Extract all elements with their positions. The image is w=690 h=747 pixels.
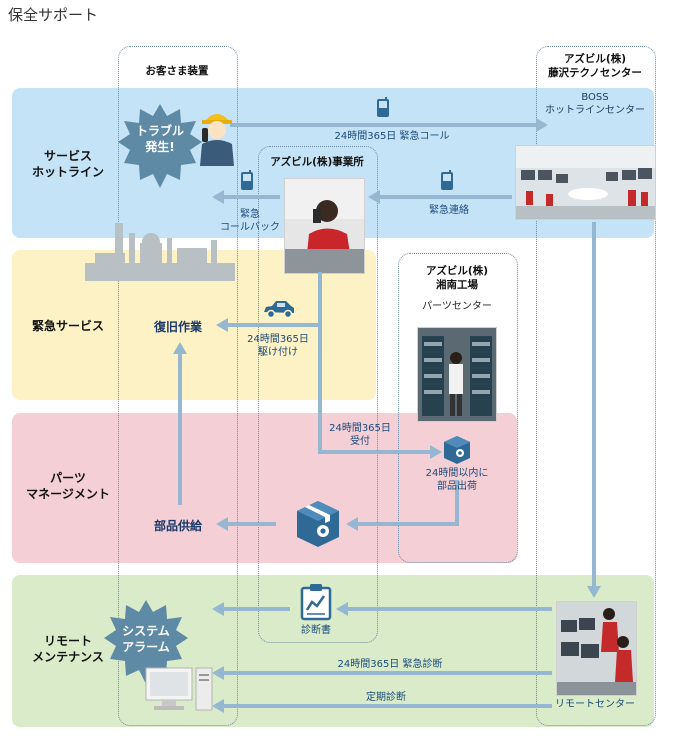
boss-hotline-photo bbox=[515, 145, 656, 220]
label-24h-parts-shipping: 24時間以内に部品出荷 bbox=[425, 468, 489, 492]
trouble-burst-shape bbox=[118, 104, 202, 188]
factory-icon bbox=[85, 223, 235, 281]
parts-box-icon bbox=[297, 501, 339, 547]
column-azbil-office bbox=[258, 146, 378, 643]
page-title: 保全サポート bbox=[8, 6, 99, 24]
label-24h-rush: 24時間365日駆け付け bbox=[247, 334, 309, 358]
mobile-phone-icon bbox=[241, 170, 253, 190]
office-photo bbox=[284, 178, 365, 274]
system-alarm-burst: システム アラーム bbox=[122, 624, 170, 654]
header-office: アズビル(株)事業所 bbox=[270, 156, 364, 168]
column-customer-equipment bbox=[118, 46, 238, 726]
mobile-phone-icon bbox=[377, 97, 389, 117]
column-shonan-factory bbox=[398, 253, 518, 563]
worker-icon bbox=[200, 114, 234, 166]
label-emergency-contact: 緊急連絡 bbox=[429, 205, 469, 216]
diagnosis-report-icon bbox=[300, 584, 332, 621]
header-shonan: アズビル(株)湘南工場 bbox=[425, 265, 489, 292]
band-label-remote: リモートメンテナンス bbox=[32, 634, 104, 665]
label-remote-center: リモートセンター bbox=[555, 699, 635, 710]
mobile-phone-icon bbox=[441, 170, 453, 190]
band-label-hotline: サービスホットライン bbox=[31, 149, 104, 180]
band-parts-management bbox=[12, 413, 517, 563]
band-label-parts: パーツマネージメント bbox=[26, 471, 110, 502]
column-fujisawa-techno-center bbox=[536, 46, 656, 726]
label-recovery-work: 復旧作業 bbox=[154, 320, 203, 334]
arrow-office-to-parts bbox=[318, 272, 432, 454]
band-label-emergency: 緊急サービス bbox=[31, 319, 104, 333]
label-parts-supply: 部品供給 bbox=[154, 519, 203, 533]
label-diagnosis-report: 診断書 bbox=[301, 625, 331, 636]
car-icon bbox=[264, 301, 294, 319]
computer-icon bbox=[145, 667, 213, 711]
header-fujisawa: アズビル(株)藤沢テクノセンター bbox=[548, 53, 642, 80]
parts-center-photo bbox=[417, 327, 497, 422]
label-24h-accept: 24時間365日受付 bbox=[329, 423, 391, 447]
label-emergency-diagnosis: 24時間365日 緊急診断 bbox=[337, 659, 443, 670]
arrow-ship-to-box bbox=[356, 480, 459, 526]
label-emergency-call: 24時間365日 緊急コール bbox=[334, 131, 450, 142]
header-customer: お客さま装置 bbox=[145, 65, 209, 77]
label-parts-center: パーツセンター bbox=[422, 301, 492, 312]
alarm-burst-shape bbox=[104, 600, 188, 684]
label-emergency-callback: 緊急コールバック bbox=[220, 209, 280, 233]
parts-box-icon bbox=[444, 436, 470, 464]
trouble-burst: トラブル 発生! bbox=[135, 124, 184, 154]
remote-center-photo bbox=[556, 601, 637, 696]
label-periodic-diagnosis: 定期診断 bbox=[366, 692, 406, 703]
